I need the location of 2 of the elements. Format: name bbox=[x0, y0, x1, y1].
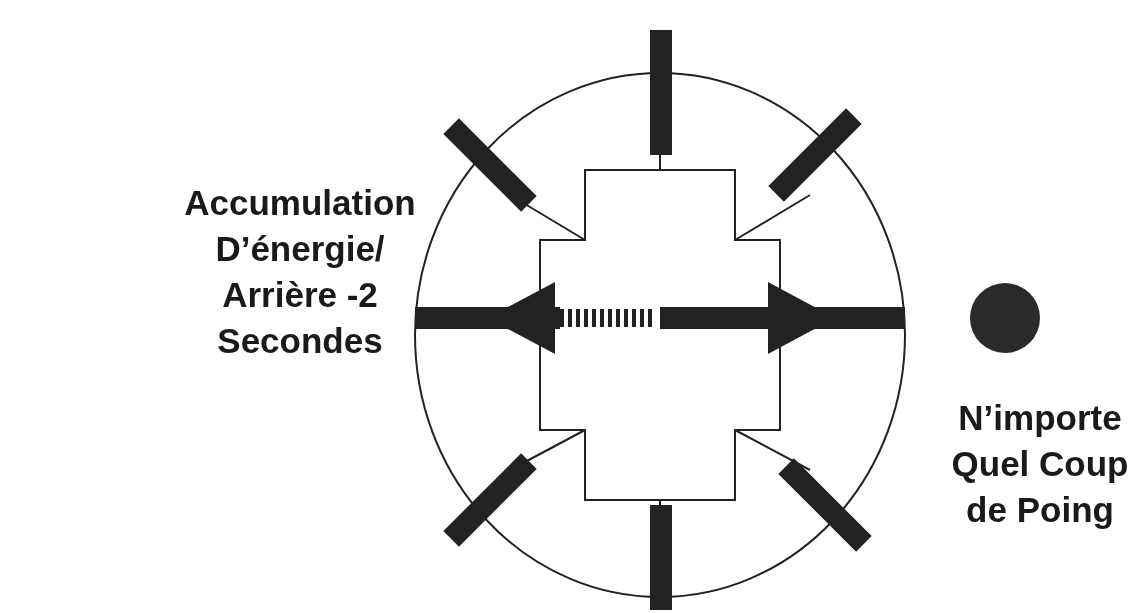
charge-instruction-text: Accumulation D’énergie/ Arrière -2 Secondes bbox=[183, 182, 417, 362]
punch-instruction-text: N’importe Quel Coup de Poing bbox=[950, 397, 1130, 531]
